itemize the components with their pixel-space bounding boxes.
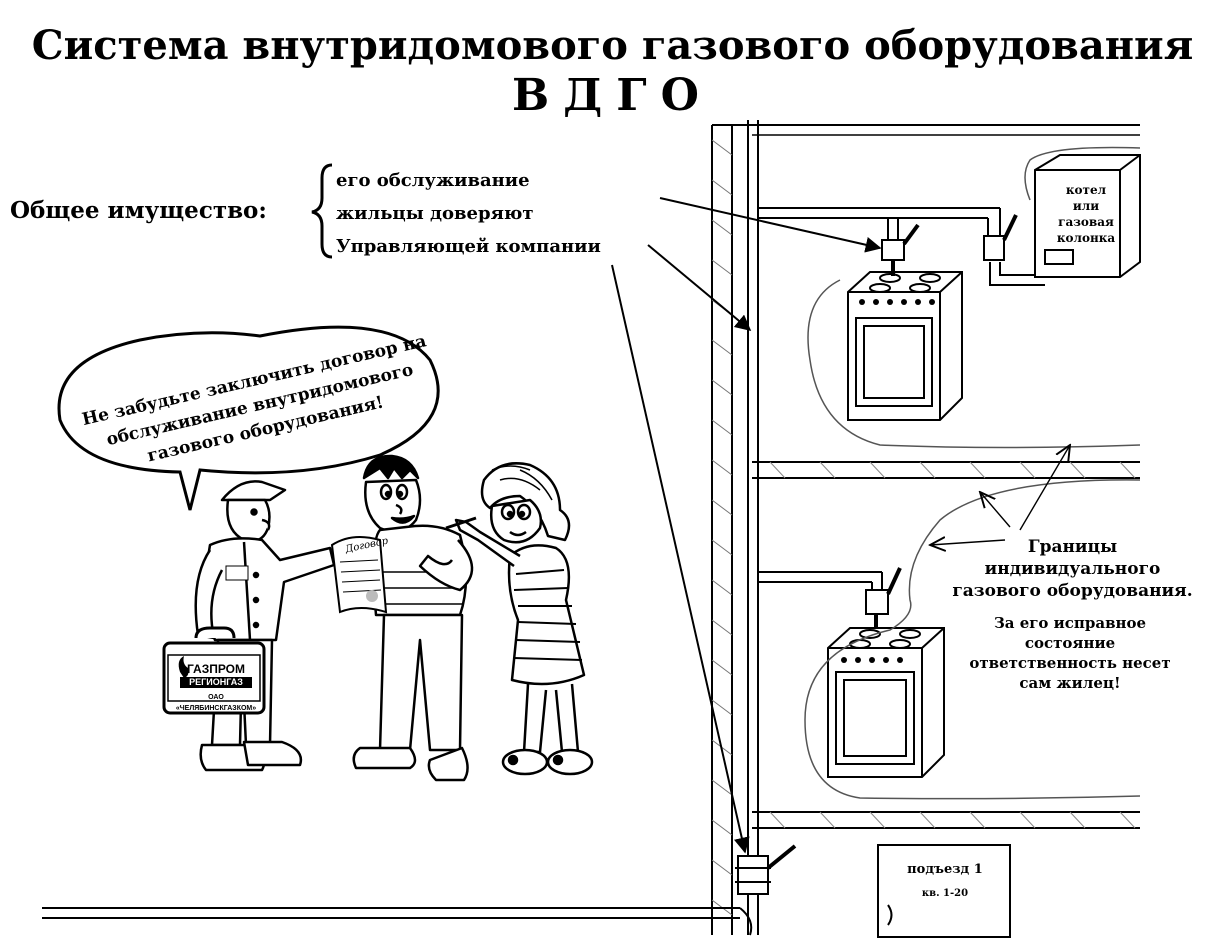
- resident-woman-figure: [454, 462, 594, 776]
- gazprom-logo: ГАЗПРОМ РЕГИОНГАЗ ОАО «ЧЕЛЯБИНСКГАЗКОМ»: [172, 662, 260, 714]
- logo-sub: РЕГИОНГАЗ: [180, 677, 252, 688]
- responsibility-line: ответственность несет: [969, 654, 1171, 672]
- boundary-arrow-1: [1019, 445, 1070, 531]
- boiler-label: котел или газовая колонка: [1036, 182, 1136, 246]
- gas-riser-pipe: [747, 120, 759, 935]
- common-property-line-2: жильцы доверяют: [336, 203, 534, 224]
- common-property-line-1: его обслуживание: [336, 170, 530, 191]
- boundaries-line: Границы: [1027, 537, 1118, 557]
- boundaries-line: газового оборудования.: [952, 581, 1193, 601]
- ground-line: [42, 907, 753, 936]
- responsibility-line: состояние: [1024, 634, 1116, 652]
- entrance-sign-title: подъезд 1: [907, 862, 983, 877]
- boundaries-caption: Границы индивидуального газового оборудо…: [915, 536, 1225, 602]
- boiler-label-line: котел: [1065, 183, 1107, 197]
- arrow-to-upper-valve: [659, 197, 882, 253]
- arrow-to-riser: [647, 244, 752, 332]
- page-subtitle-abbrev: ВДГО: [511, 70, 714, 121]
- building-wall: [711, 124, 733, 935]
- boundaries-line: индивидуального: [984, 559, 1161, 579]
- entrance-sign: [877, 844, 1011, 938]
- speech-bubble: [57, 325, 440, 511]
- boiler-label-line: или: [1072, 199, 1100, 213]
- common-property-label: Общее имущество:: [10, 197, 267, 224]
- lower-stove: [827, 627, 945, 778]
- floor-slab-upper: [752, 461, 1140, 479]
- floor-slab-lower: [752, 811, 1140, 829]
- upper-stove: [847, 271, 963, 421]
- responsibility-caption: За его исправное состояние ответственнос…: [925, 613, 1215, 693]
- lower-boundary-line: [804, 479, 1141, 800]
- boundary-arrow-2: [980, 492, 1011, 528]
- boiler-label-line: колонка: [1056, 231, 1116, 245]
- common-property-line-3: Управляющей компании: [336, 236, 601, 257]
- upper-stove-valve: [881, 223, 920, 261]
- responsibility-line: сам жилец!: [1019, 674, 1121, 692]
- upper-boiler-valve: [983, 214, 1018, 261]
- responsibility-line: За его исправное: [993, 614, 1147, 632]
- arrow-to-main-valve: [611, 264, 750, 854]
- lower-branch-pipe: [758, 571, 883, 592]
- boundary-arrow-3: [930, 540, 1006, 545]
- boiler-label-line: газовая: [1058, 215, 1114, 229]
- lower-stove-valve: [865, 567, 902, 615]
- curly-brace: [311, 163, 333, 259]
- main-riser-valve: [735, 844, 797, 895]
- resident-man-figure: [350, 454, 474, 782]
- boiler-box: [1034, 154, 1141, 278]
- page-title: Система внутридомового газового оборудов…: [31, 22, 1194, 69]
- logo-company: ОАО «ЧЕЛЯБИНСКГАЗКОМ»: [175, 694, 257, 712]
- logo-brand: ГАЗПРОМ: [186, 662, 246, 676]
- upper-boundary-line: [807, 279, 1141, 449]
- gas-worker-figure: [194, 480, 336, 772]
- entrance-sign-apartments: кв. 1-20: [921, 888, 969, 899]
